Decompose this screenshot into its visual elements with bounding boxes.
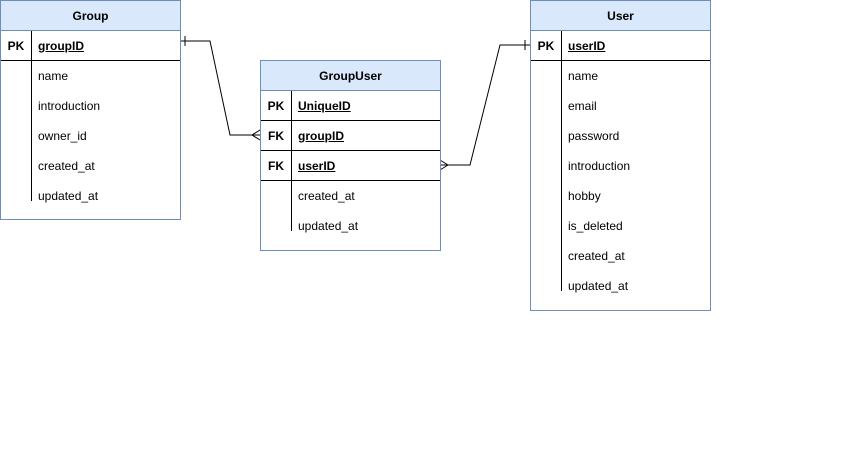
connector-user-groupuser[interactable] (439, 40, 530, 171)
column-divider (561, 31, 562, 60)
key-label: FK (268, 128, 284, 143)
field-name: UniqueID (298, 98, 351, 113)
attribute-row[interactable]: owner_id (1, 121, 180, 151)
attribute-row[interactable]: email (531, 91, 710, 121)
column-divider (291, 181, 292, 211)
field-name: created_at (298, 189, 355, 203)
attribute-row[interactable]: created_at (261, 181, 440, 211)
key-label: PK (267, 98, 285, 113)
field-name: introduction (568, 159, 631, 173)
crowfoot-many-icon (251, 129, 261, 136)
column-divider (291, 151, 292, 180)
field-name: hobby (568, 189, 601, 203)
field-name: updated_at (568, 279, 629, 293)
crowfoot-many-icon (439, 159, 449, 166)
column-divider (561, 211, 562, 241)
field-name: userID (568, 38, 606, 53)
column-divider (561, 271, 562, 291)
entity-groupuser[interactable]: GroupUser PK UniqueID FK groupID FK user… (260, 60, 441, 251)
attribute-row[interactable]: created_at (1, 151, 180, 181)
key-row[interactable]: FK userID (261, 151, 440, 181)
key-row[interactable]: FK groupID (261, 121, 440, 151)
field-name: created_at (38, 159, 95, 173)
key-label: PK (537, 38, 555, 53)
attribute-row[interactable]: is_deleted (531, 211, 710, 241)
field-name: groupID (38, 38, 84, 53)
column-divider (291, 91, 292, 120)
attribute-row[interactable]: name (531, 61, 710, 91)
column-divider (291, 211, 292, 231)
attribute-row[interactable]: password (531, 121, 710, 151)
key-row[interactable]: PK groupID (1, 31, 180, 61)
column-divider (561, 181, 562, 211)
column-divider (561, 121, 562, 151)
field-name: updated_at (298, 219, 359, 233)
column-divider (561, 151, 562, 181)
entity-group[interactable]: Group PK groupID name introduction owner… (0, 0, 181, 220)
field-name: owner_id (38, 129, 87, 143)
column-divider (31, 31, 32, 60)
field-name: userID (298, 158, 336, 173)
key-label: PK (7, 38, 25, 53)
column-divider (561, 61, 562, 91)
field-name: email (568, 99, 597, 113)
key-row[interactable]: PK userID (531, 31, 710, 61)
field-name: password (568, 129, 620, 143)
key-row[interactable]: PK UniqueID (261, 91, 440, 121)
field-name: groupID (298, 128, 344, 143)
field-name: name (568, 69, 599, 83)
entity-title: User (531, 1, 710, 31)
field-name: updated_at (38, 189, 99, 203)
attribute-row[interactable]: hobby (531, 181, 710, 211)
column-divider (31, 121, 32, 151)
column-divider (31, 181, 32, 201)
field-name: created_at (568, 249, 625, 263)
column-divider (31, 91, 32, 121)
attribute-row[interactable]: introduction (1, 91, 180, 121)
attribute-row[interactable]: introduction (531, 151, 710, 181)
column-divider (291, 121, 292, 150)
field-name: name (38, 69, 69, 83)
column-divider (31, 151, 32, 181)
column-divider (561, 91, 562, 121)
attribute-row[interactable]: created_at (531, 241, 710, 271)
column-divider (31, 61, 32, 91)
key-label: FK (268, 158, 284, 173)
column-divider (561, 241, 562, 271)
entity-title: Group (1, 1, 180, 31)
attribute-row[interactable]: name (1, 61, 180, 91)
field-name: introduction (38, 99, 101, 113)
entity-user[interactable]: User PK userID name email password intro… (530, 0, 711, 311)
field-name: is_deleted (568, 219, 623, 233)
attribute-row[interactable]: updated_at (1, 181, 180, 211)
attribute-row[interactable]: updated_at (531, 271, 710, 301)
connector-group-groupuser[interactable] (180, 36, 261, 141)
entity-title: GroupUser (261, 61, 440, 91)
attribute-row[interactable]: updated_at (261, 211, 440, 241)
